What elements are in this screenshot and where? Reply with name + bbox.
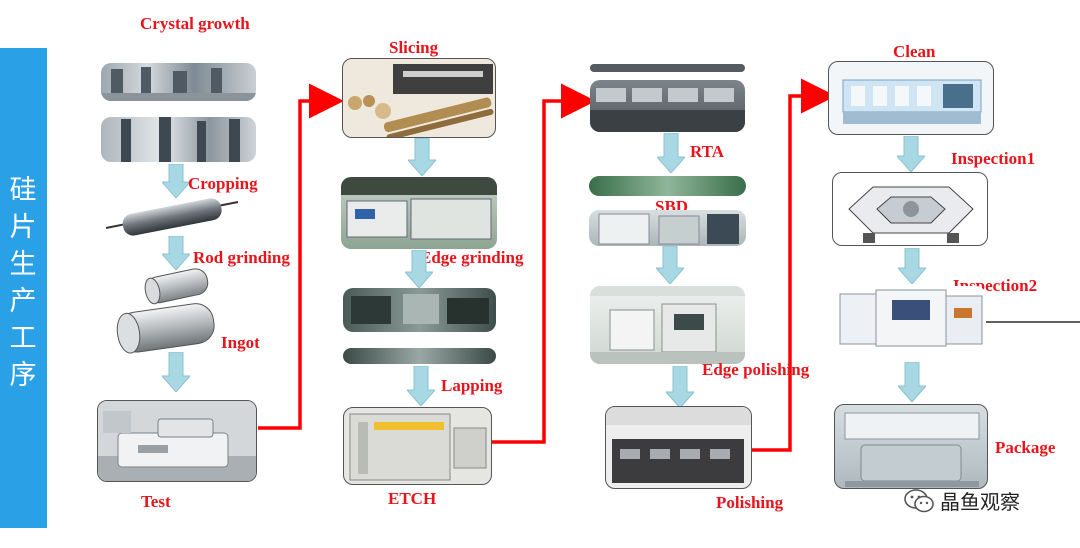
down-arrow-2 xyxy=(162,236,190,270)
photo-crystal-growth-bottom xyxy=(101,117,256,162)
down-arrow-12 xyxy=(898,362,926,402)
label-lapping: Lapping xyxy=(441,376,503,395)
label-polishing: Polishing xyxy=(716,493,784,512)
label-inspection1: Inspection1 xyxy=(951,149,1036,168)
label-clean: Clean xyxy=(893,42,936,61)
watermark-text: 晶鱼观察 xyxy=(940,490,1020,514)
down-arrow-4 xyxy=(408,138,436,176)
label-edge-grinding: Edge grinding xyxy=(420,248,524,267)
label-rta: RTA xyxy=(690,142,725,161)
sidebar-panel xyxy=(0,48,47,528)
label-rod-grinding: Rod grinding xyxy=(193,248,290,267)
down-arrow-6 xyxy=(407,366,435,406)
down-arrow-10 xyxy=(897,136,925,172)
down-arrow-7 xyxy=(657,133,685,173)
photo-ground-rod xyxy=(144,268,209,305)
photo-cropped-ingot xyxy=(105,198,239,236)
wechat-icon xyxy=(904,488,934,512)
photo-clean xyxy=(828,61,994,135)
photo-lapping-top xyxy=(343,288,496,332)
flow-arrow-3 xyxy=(752,78,836,452)
photo-sbd xyxy=(589,210,746,246)
photo-inspection1 xyxy=(832,172,988,246)
photo-package xyxy=(834,404,988,489)
photo-edge-grinding xyxy=(341,177,497,249)
label-package: Package xyxy=(995,438,1056,457)
flow-arrow-2 xyxy=(492,83,596,444)
photo-crystal-growth-top xyxy=(101,63,256,101)
photo-lapping-bottom xyxy=(343,348,496,364)
photo-ingot xyxy=(116,303,215,354)
photo-slicing xyxy=(342,58,496,138)
down-arrow-3 xyxy=(162,352,190,392)
down-arrow-9 xyxy=(666,366,694,408)
label-slicing: Slicing xyxy=(389,38,439,57)
photo-edge-polishing xyxy=(590,286,745,364)
label-crystal-growth: Crystal growth xyxy=(140,14,250,33)
sidebar-title: 硅片生产工序 xyxy=(9,175,37,391)
photo-etch xyxy=(343,407,492,485)
photo-rta xyxy=(590,80,745,132)
down-arrow-8 xyxy=(656,246,684,284)
flow-arrow-1 xyxy=(258,83,344,430)
photo-test xyxy=(97,400,257,482)
photo-inspection2 xyxy=(836,286,986,350)
down-arrow-11 xyxy=(898,248,926,284)
label-cropping: Cropping xyxy=(188,174,258,193)
watermark: 晶鱼观察 xyxy=(904,486,1020,515)
label-edge-polishing: Edge polishing xyxy=(702,360,810,379)
photo-rta-strip xyxy=(590,64,745,72)
down-arrow-1 xyxy=(162,164,190,198)
label-test: Test xyxy=(141,492,171,511)
photo-sbd-top xyxy=(589,176,746,196)
down-arrow-5 xyxy=(405,250,433,288)
photo-polishing xyxy=(605,406,752,489)
label-ingot: Ingot xyxy=(221,333,260,352)
label-etch: ETCH xyxy=(388,489,437,508)
